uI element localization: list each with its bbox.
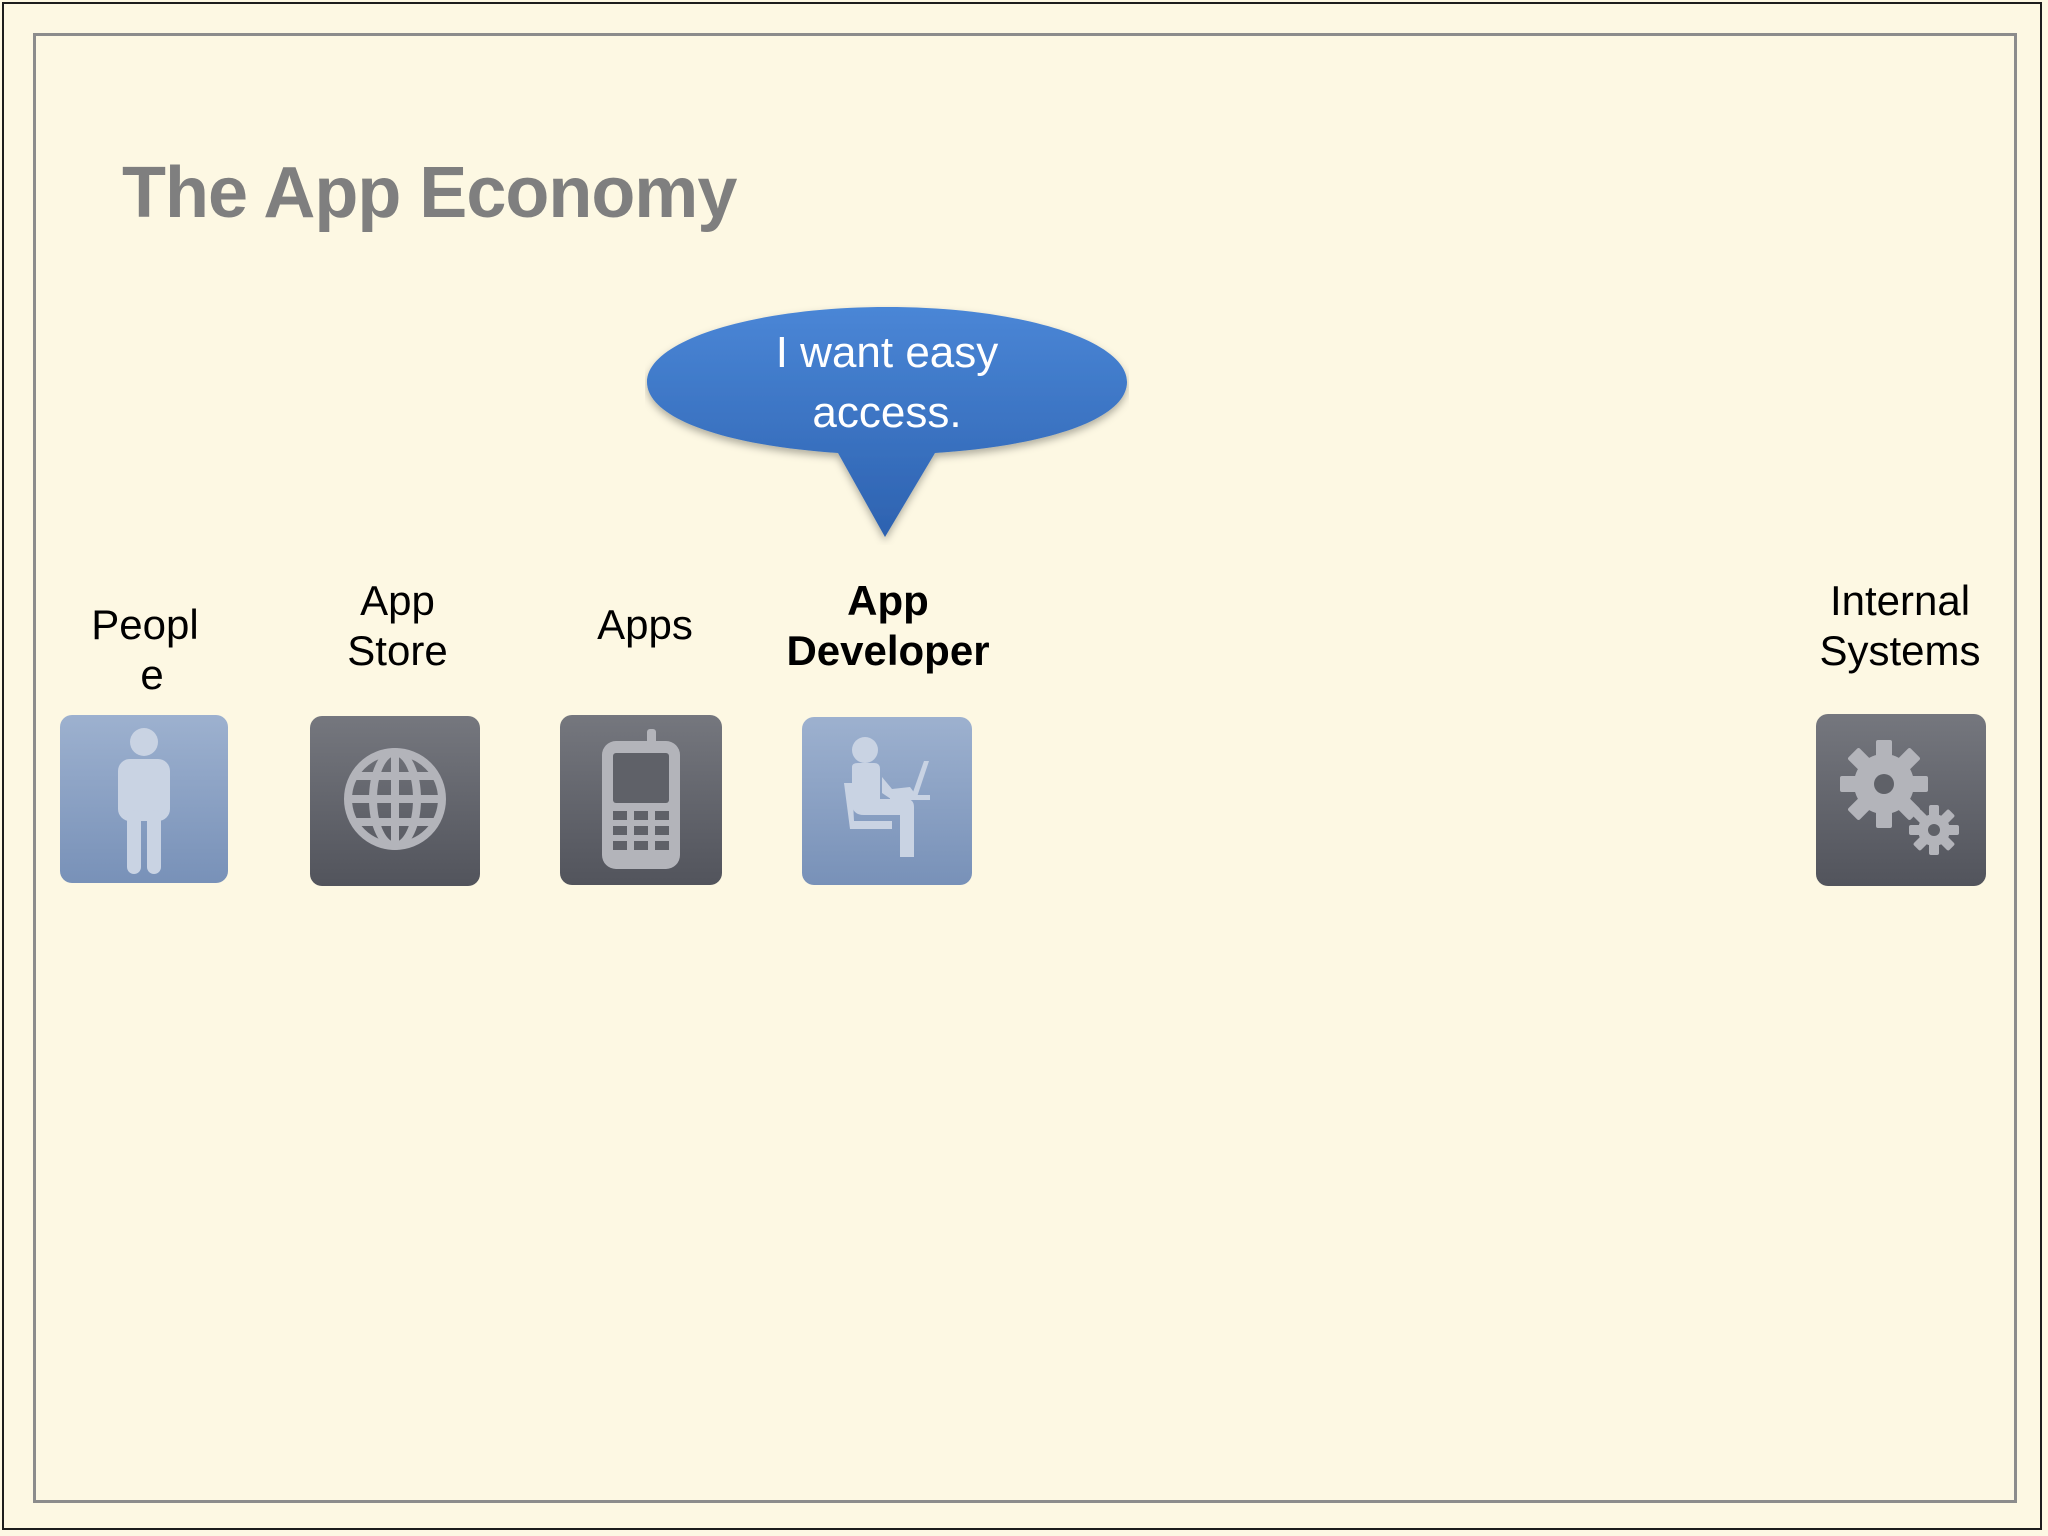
app-developer-label: App Developer xyxy=(770,576,1006,676)
internal-systems-label: Internal Systems xyxy=(1800,576,2000,676)
app-store-label: App Store xyxy=(315,576,480,676)
people-label: Peopl e xyxy=(80,600,210,700)
speech-bubble-line1: I want easy xyxy=(775,328,999,377)
speech-bubble-line2: access. xyxy=(812,388,962,437)
globe-icon xyxy=(344,748,446,850)
people-label-line1: Peopl xyxy=(91,601,199,648)
people-tile xyxy=(60,715,228,883)
developer-at-laptop-icon xyxy=(844,737,930,857)
internal-systems-label-line2: Systems xyxy=(1819,627,1981,674)
internal-systems-tile xyxy=(1816,714,1986,886)
apps-label-line1: Apps xyxy=(597,601,693,648)
gears-icon xyxy=(1840,740,1959,855)
app-developer-label-line1: App xyxy=(847,577,929,624)
app-developer-tile xyxy=(802,717,972,885)
apps-label: Apps xyxy=(565,600,725,650)
slide-frame xyxy=(33,33,2017,1503)
app-developer-label-line2: Developer xyxy=(786,627,990,674)
slide-title: The App Economy xyxy=(122,153,737,233)
person-icon xyxy=(118,728,170,874)
app-store-label-line1: App xyxy=(360,577,435,624)
apps-tile xyxy=(560,715,722,885)
mobile-phone-icon xyxy=(602,729,680,869)
people-label-line2: e xyxy=(140,651,164,698)
app-store-tile xyxy=(310,716,480,886)
speech-bubble-text: I want easy access. xyxy=(715,323,1059,443)
internal-systems-label-line1: Internal xyxy=(1829,577,1971,624)
speech-bubble: I want easy access. xyxy=(645,305,1129,537)
app-store-label-line2: Store xyxy=(347,627,448,674)
